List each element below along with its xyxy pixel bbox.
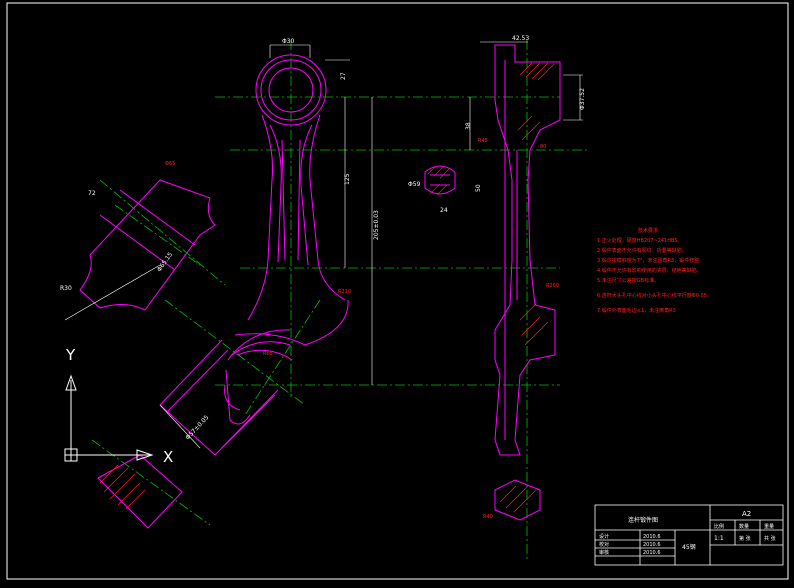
note-4: 4.锻件不允许有影响使用的夹层、结疤等缺陷。 — [597, 267, 702, 274]
dim-59: Φ59 — [408, 181, 421, 188]
note-7: 7.锻件外表面毛边≤1，未注倒角R3 — [597, 307, 676, 314]
dim-27: 27 — [340, 72, 347, 80]
note-1: 1.正火处理，硬度HB207~241HBS。 — [597, 237, 683, 244]
title-sheet-label: 共 张 — [764, 535, 776, 542]
left-rotated-view — [79, 179, 216, 311]
dim-bottom-angle: Φ57±0.05 — [184, 414, 210, 441]
dim-72: 72 — [88, 190, 96, 197]
note-6: 6.连杆大头孔中心线对小头孔中心线平行度Φ0.05。 — [597, 292, 712, 299]
lower-left-detail — [97, 454, 183, 529]
dim-r48: R48 — [478, 138, 488, 144]
right-side-view — [494, 44, 561, 521]
ucs-y-label: Y — [65, 346, 76, 364]
right-view-hatch — [499, 62, 555, 513]
dim-125: 125 — [344, 173, 351, 185]
dim-left-diameter: Φ65.15 — [156, 251, 174, 273]
note-2: 2.锻件表面不允许有裂纹、折叠等缺陷。 — [597, 247, 687, 254]
note-5: 5.未注尺寸公差按GB标准。 — [597, 277, 659, 284]
dim-r40: R40 — [483, 514, 493, 520]
dim-right-width: 42.53 — [512, 35, 529, 42]
dim-24: 24 — [440, 207, 448, 214]
ucs-axes-icon — [64, 374, 154, 462]
dim-vertical-height: 205±0.03 — [373, 210, 380, 240]
dim-bore-left: Φ65 — [165, 161, 175, 167]
title-row-2-label: 校对 — [599, 541, 609, 548]
dim-r260: R260 — [546, 283, 559, 289]
title-row-1-date: 2010.6 — [643, 534, 661, 540]
title-block — [594, 504, 784, 566]
title-sheet-no: 第 张 — [739, 535, 751, 542]
center-lines — [91, 40, 590, 560]
dim-r210: R210 — [338, 289, 351, 295]
dim-r65: R65 — [263, 351, 273, 357]
ucs-x-label: X — [163, 448, 173, 466]
dim-80: 80 — [540, 144, 546, 150]
title-row-3-date: 2010.6 — [643, 550, 661, 556]
front-view-connecting-rod — [159, 54, 349, 456]
technical-notes: 技术要求 1.正火处理，硬度HB207~241HBS。 2.锻件表面不允许有裂纹… — [597, 227, 712, 314]
title-material: 45钢 — [682, 543, 696, 551]
lower-left-hatch — [99, 464, 146, 510]
dim-38: 38 — [465, 122, 472, 130]
dimension-lines — [64, 41, 583, 449]
dim-top-right-diameter: Φ37.52 — [579, 88, 586, 110]
title-sheet-size: A2 — [742, 510, 751, 518]
note-3: 3.锻造拔模斜度为7°，未注圆角R3，锻件修整。 — [597, 257, 704, 264]
title-row-3-label: 审核 — [599, 549, 609, 556]
cross-section-hatch — [427, 165, 451, 196]
title-row-1-label: 设计 — [599, 533, 609, 540]
title-weight-label: 重量 — [764, 523, 774, 530]
title-scale-label: 比例 — [714, 523, 724, 530]
title-scale-value: 1:1 — [714, 535, 724, 542]
dim-top-width: Φ30 — [282, 38, 295, 45]
title-qty-label: 数量 — [739, 523, 749, 530]
title-row-2-date: 2010.6 — [643, 542, 661, 548]
dim-50: 50 — [475, 184, 482, 192]
title-drawing-name: 连杆锻件图 — [628, 516, 658, 524]
drawing-frame-outer — [6, 2, 789, 580]
notes-title: 技术要求 — [638, 227, 658, 234]
dim-r30: R30 — [60, 285, 72, 292]
